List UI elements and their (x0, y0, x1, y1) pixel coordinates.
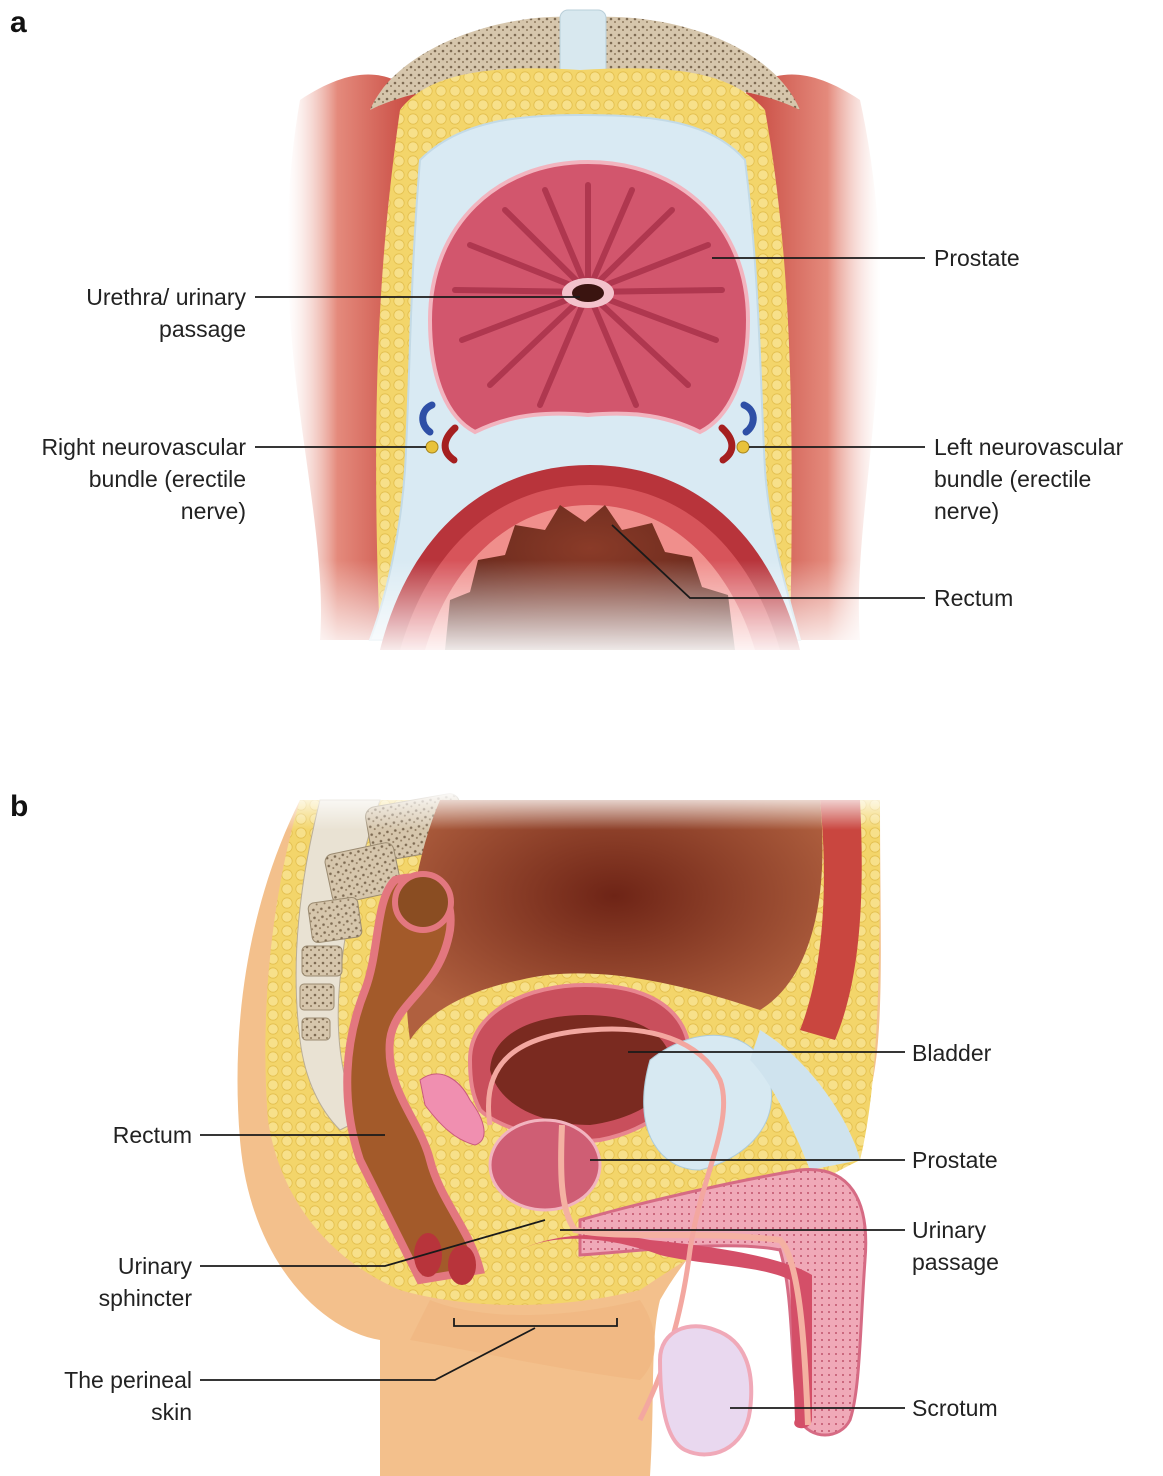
anal-sphincter-icon (414, 1233, 442, 1277)
panel-b-fade-top (230, 790, 900, 830)
scrotum (660, 1326, 751, 1454)
sigmoid-colon (395, 874, 451, 930)
label-urethra-line2: passage (159, 316, 246, 342)
anal-sphincter-2-icon (448, 1245, 476, 1285)
panel-a-letter: a (10, 6, 27, 39)
label-left-nv-line1: Left neurovascular (934, 434, 1124, 460)
panel-a: a (10, 6, 1124, 660)
panel-a-fade (280, 560, 920, 660)
label-sphincter-line1: Urinary (118, 1253, 193, 1279)
label-urinary-passage-line2: passage (912, 1249, 999, 1275)
label-rectum-a: Rectum (934, 585, 1013, 611)
prostate-b (490, 1120, 600, 1210)
panel-b: b (10, 790, 999, 1476)
panel-b-letter: b (10, 790, 28, 823)
label-left-nv-line2: bundle (erectile (934, 466, 1091, 492)
right-nerve-icon (426, 441, 438, 453)
urethra-lumen-a (572, 284, 604, 302)
label-urinary-passage-line1: Urinary (912, 1217, 987, 1243)
label-perineal-line2: skin (151, 1399, 192, 1425)
label-urethra-line1: Urethra/ urinary (86, 284, 246, 310)
label-perineal-line1: The perineal (64, 1367, 192, 1393)
label-sphincter-line2: sphincter (99, 1285, 193, 1311)
label-rectum-b: Rectum (113, 1122, 192, 1148)
label-right-nv-line2: bundle (erectile (89, 466, 246, 492)
label-prostate-b: Prostate (912, 1147, 998, 1173)
label-left-nv-line3: nerve) (934, 498, 999, 524)
label-scrotum: Scrotum (912, 1395, 998, 1421)
label-bladder: Bladder (912, 1040, 992, 1066)
label-right-nv-line1: Right neurovascular (41, 434, 246, 460)
left-nerve-icon (737, 441, 749, 453)
label-prostate-a: Prostate (934, 245, 1020, 271)
label-right-nv-line3: nerve) (181, 498, 246, 524)
